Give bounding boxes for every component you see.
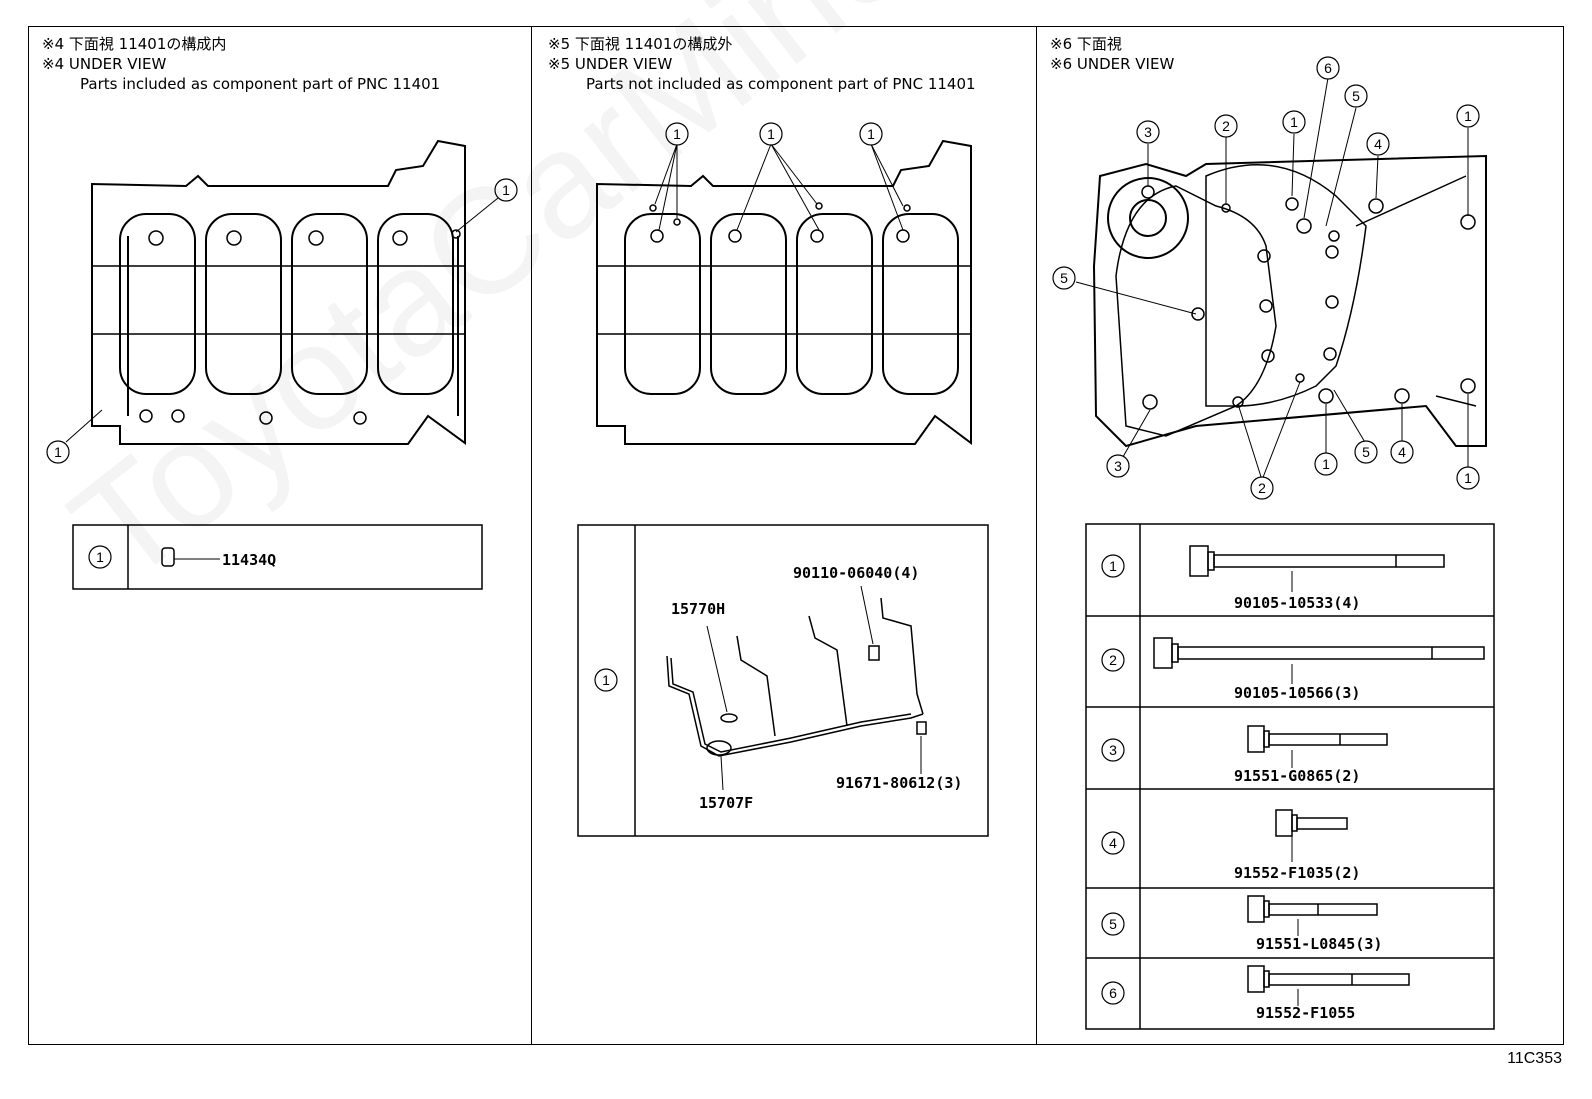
panel-divider-2	[1036, 26, 1037, 1045]
part-number: 90110-06040(4)	[793, 564, 919, 582]
callout-6-label: 6	[1324, 60, 1332, 76]
bolt-icon	[1247, 725, 1388, 753]
panel-header: ※5 下面視 11401の構成外 ※5 UNDER VIEW Parts not…	[548, 34, 976, 94]
bolt-icon	[1189, 545, 1445, 577]
row-number: 6	[1109, 985, 1117, 1001]
callout-1-label: 1	[502, 182, 510, 198]
callout-5-label: 5	[1362, 444, 1370, 460]
bolt-row-2: 2 90105-10566(3)	[1101, 637, 1485, 702]
bolt-row-1: 1 90105-10533(4)	[1101, 545, 1445, 612]
callout-1-label: 1	[1464, 108, 1472, 124]
engine-block-diagram-1: 1 1 1 11434Q	[46, 139, 518, 590]
panel-header: ※6 下面視 ※6 UNDER VIEW	[1050, 34, 1174, 74]
part-number: 91671-80612(3)	[836, 774, 962, 792]
parts-table	[577, 524, 989, 837]
callout-5-label: 5	[1352, 88, 1360, 104]
header-ja: ※5 下面視 11401の構成外	[548, 35, 733, 53]
panel-header: ※4 下面視 11401の構成内 ※4 UNDER VIEW Parts inc…	[42, 34, 440, 94]
part-number: 15770H	[671, 600, 725, 618]
outer-frame	[28, 26, 1564, 1045]
callout-2-label: 2	[1222, 118, 1230, 134]
engine-block-diagram-2: 1 1 1 1 15770H 90110-06040(4)	[577, 122, 989, 837]
part-number: 11434Q	[222, 551, 276, 569]
dowel-pin-icon	[161, 547, 175, 567]
callout-3-label: 3	[1114, 458, 1122, 474]
panel-4-included: ※4 下面視 11401の構成内 ※4 UNDER VIEW Parts inc…	[28, 26, 531, 1045]
bolt-icon	[1275, 809, 1348, 837]
part-number: 91551-G0865(2)	[1234, 767, 1360, 785]
callout-4-label: 4	[1398, 444, 1406, 460]
panel-5-not-included: ※5 下面視 11401の構成外 ※5 UNDER VIEW Parts not…	[531, 26, 1036, 1045]
row-number: 1	[96, 549, 104, 565]
panel-divider-1	[531, 26, 532, 1045]
bolt-icon	[1153, 637, 1485, 669]
header-sub: Parts not included as component part of …	[586, 75, 976, 93]
part-number: 90105-10533(4)	[1234, 594, 1360, 612]
callout-1-label: 1	[54, 444, 62, 460]
row-number-circle	[594, 668, 618, 692]
bolt-table	[1085, 523, 1495, 1030]
callout-3-label: 3	[1144, 124, 1152, 140]
bolt-row-4: 4 91552-F1035(2)	[1101, 809, 1360, 882]
callout-5-label: 5	[1060, 270, 1068, 286]
header-en: ※5 UNDER VIEW	[548, 55, 673, 73]
callout-1-label: 1	[1322, 456, 1330, 472]
bolt-row-3: 3 91551-G0865(2)	[1101, 725, 1388, 785]
part-number: 91551-L0845(3)	[1256, 935, 1382, 953]
header-en: ※4 UNDER VIEW	[42, 55, 167, 73]
bolt-icon	[1247, 895, 1378, 923]
row-number: 4	[1109, 835, 1117, 851]
callout-1-label: 1	[867, 126, 875, 142]
callout-1-label: 1	[1464, 470, 1472, 486]
parts-table	[72, 524, 483, 590]
row-number: 5	[1109, 916, 1117, 932]
part-number: 90105-10566(3)	[1234, 684, 1360, 702]
panel-6-under-view: ※6 下面視 ※6 UNDER VIEW	[1036, 26, 1564, 1045]
header-sub: Parts included as component part of PNC …	[80, 75, 441, 93]
block-bottom-diagram: 3 2 1 6 5 4 1 5 3 2 1 5 4 1	[1052, 56, 1495, 1030]
bolt-row-6: 6 91552-F1055	[1101, 965, 1410, 1022]
header-ja: ※4 下面視 11401の構成内	[42, 35, 227, 53]
part-number: 91552-F1035(2)	[1234, 864, 1360, 882]
oil-jet-pipe-icon	[666, 597, 927, 757]
callout-2-label: 2	[1258, 480, 1266, 496]
bolt-row-5: 5 91551-L0845(3)	[1101, 895, 1382, 953]
part-number: 15707F	[699, 794, 753, 812]
callout-1-label: 1	[767, 126, 775, 142]
row-number-circle	[88, 545, 112, 569]
row-number: 1	[1109, 558, 1117, 574]
row-number: 1	[602, 672, 610, 688]
callout-4-label: 4	[1374, 136, 1382, 152]
callout-1-label: 1	[673, 126, 681, 142]
header-en: ※6 UNDER VIEW	[1050, 55, 1175, 73]
drawing-code: 11C353	[1507, 1050, 1562, 1067]
callout-1-label: 1	[1290, 114, 1298, 130]
row-number: 2	[1109, 652, 1117, 668]
part-number: 91552-F1055	[1256, 1004, 1355, 1022]
bolt-icon	[1247, 965, 1410, 993]
header-ja: ※6 下面視	[1050, 35, 1122, 53]
row-number: 3	[1109, 742, 1117, 758]
